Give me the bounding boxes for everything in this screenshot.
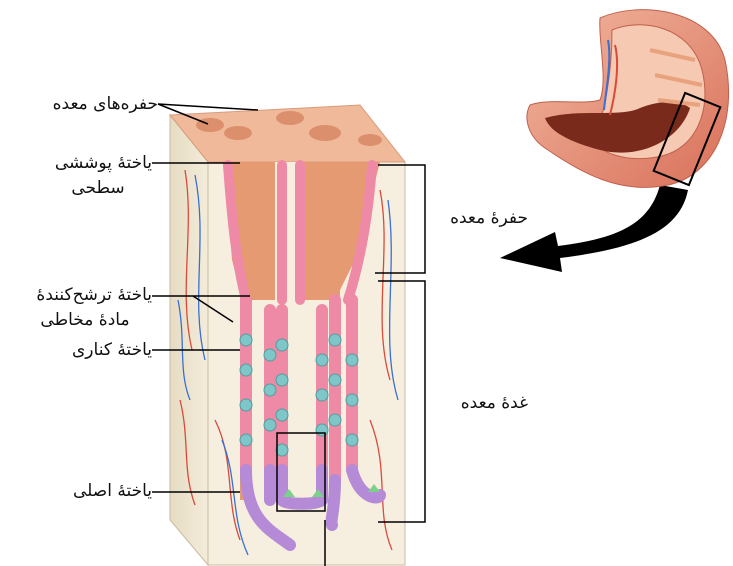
label-parietal-cell: یاختهٔ کناری	[30, 340, 152, 361]
label-gastric-gland: غدهٔ معده	[428, 393, 528, 414]
label-mucus-cell-line1: یاختهٔ ترشح‌کنندهٔ	[6, 285, 152, 306]
zoom-arrow	[500, 185, 688, 272]
label-mucus-cell-line2: مادهٔ مخاطی	[30, 310, 140, 331]
label-surface-cell-line1: یاختهٔ پوششی	[18, 153, 152, 174]
label-chief-cell: یاختهٔ اصلی	[40, 481, 152, 502]
stomach-illustration	[527, 10, 729, 188]
label-surface-cell-line2: سطحی	[58, 178, 138, 199]
label-gastric-pits: حفره‌های معده	[30, 94, 158, 115]
label-gastric-pit: حفرهٔ معده	[428, 208, 528, 229]
